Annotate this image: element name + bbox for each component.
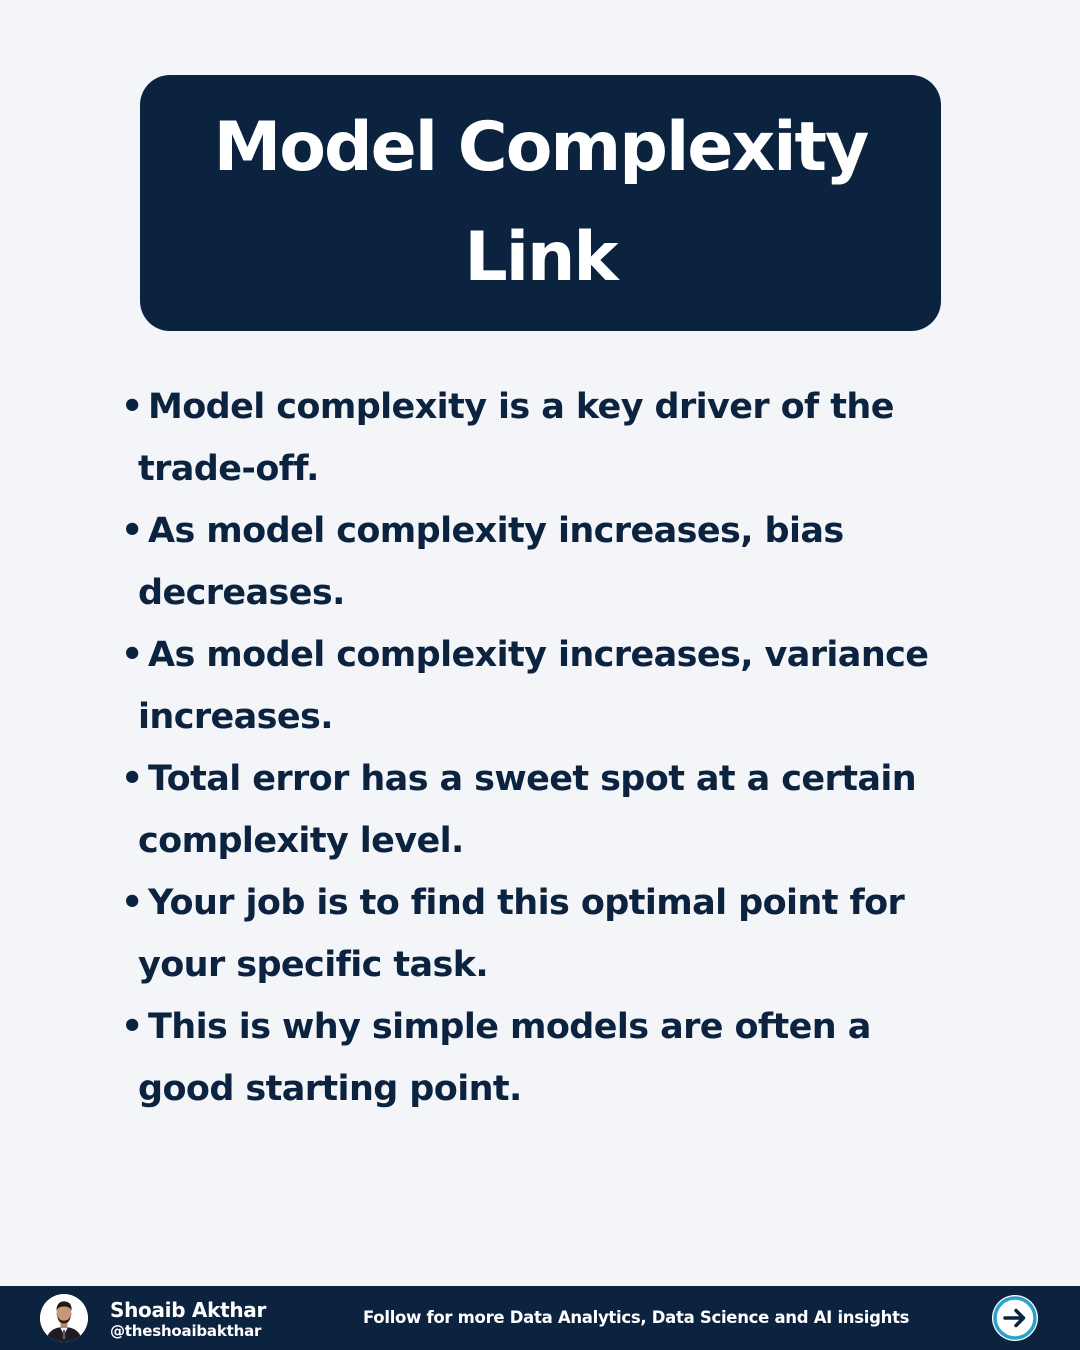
footer-tagline: Follow for more Data Analytics, Data Sci… [363, 1308, 910, 1327]
bullet-text-line: Total error has a sweet spot at a certai… [148, 759, 917, 799]
avatar[interactable] [40, 1294, 88, 1342]
bullet-text-line: This is why simple models are often a [148, 1007, 871, 1047]
author-handle[interactable]: @theshoaibakthar [110, 1322, 262, 1340]
title-line-1: Model Complexity [213, 108, 870, 187]
arrow-right-circle-icon [993, 1296, 1037, 1340]
next-button[interactable] [992, 1295, 1038, 1341]
bullet-item: • Total error has a sweet spot at a cert… [118, 748, 978, 872]
bullet-text-line: good starting point. [138, 1069, 522, 1109]
bullet-text-line: complexity level. [138, 821, 464, 861]
bullet-marker: • [121, 511, 143, 551]
bullet-marker: • [121, 883, 143, 923]
bullet-text-line: As model complexity increases, variance [148, 635, 929, 675]
bullet-item: • As model complexity increases, bias de… [118, 500, 978, 624]
bullet-text-line: decreases. [138, 573, 345, 613]
bullet-text-line: Your job is to find this optimal point f… [148, 883, 905, 923]
bullet-marker: • [121, 759, 143, 799]
footer-bar: Shoaib Akthar @theshoaibakthar Follow fo… [0, 1286, 1080, 1350]
author-name: Shoaib Akthar [110, 1298, 267, 1322]
bullet-item: • Model complexity is a key driver of th… [118, 376, 978, 500]
bullet-text-line: trade-off. [138, 449, 319, 489]
bullet-list: • Model complexity is a key driver of th… [118, 376, 978, 1120]
bullet-item: • Your job is to find this optimal point… [118, 872, 978, 996]
profile-photo-icon [40, 1294, 88, 1342]
bullet-item: • This is why simple models are often a … [118, 996, 978, 1120]
title-line-2: Link [464, 218, 618, 297]
bullet-text-line: Model complexity is a key driver of the [148, 387, 894, 427]
title-card: Model Complexity Link [140, 75, 941, 331]
bullet-marker: • [121, 1007, 143, 1047]
bullet-item: • As model complexity increases, varianc… [118, 624, 978, 748]
bullet-text-line: your specific task. [138, 945, 489, 985]
bullet-text-line: As model complexity increases, bias [148, 511, 844, 551]
bullet-marker: • [121, 635, 143, 675]
bullet-text-line: increases. [138, 697, 334, 737]
bullet-marker: • [121, 387, 143, 427]
